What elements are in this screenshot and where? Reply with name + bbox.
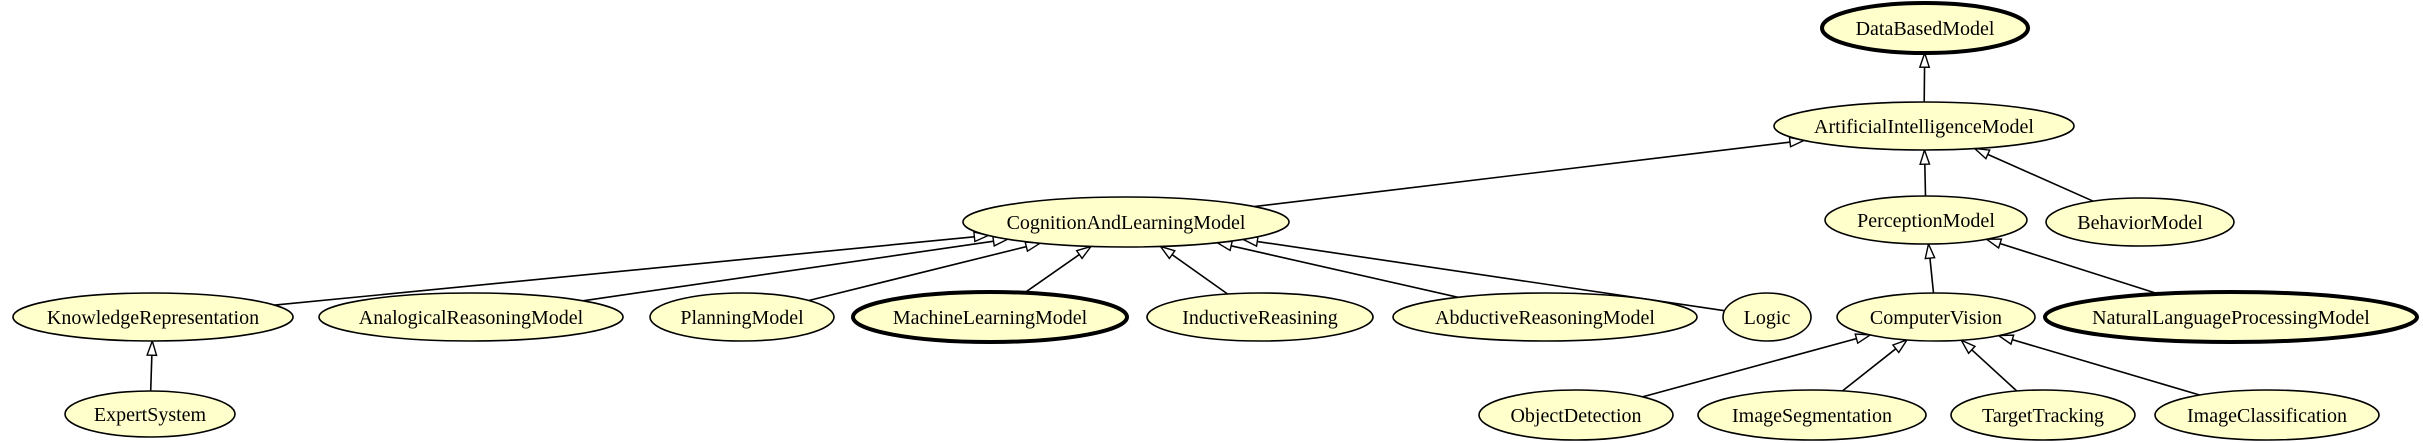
- node-logic: Logic: [1722, 292, 1812, 342]
- node-label-target-tracking: TargetTracking: [1982, 405, 2104, 427]
- node-label-cognition-and-learning-model: CognitionAndLearningModel: [1007, 212, 1246, 234]
- node-ellipse-expert-system: [64, 390, 236, 438]
- edge-image-classification-to-computer-vision: [1996, 334, 2200, 396]
- node-knowledge-representation: KnowledgeRepresentation: [12, 292, 294, 342]
- node-ellipse-abductive-reasoning-model: [1392, 292, 1698, 342]
- edge-machine-learning-model-to-cognition-and-learning-model: [1024, 245, 1093, 294]
- edge-object-detection-to-computer-vision: [1642, 333, 1873, 398]
- node-ellipse-analogical-reasoning-model: [318, 292, 624, 342]
- node-natural-language-processing-model: NaturalLanguageProcessingModel: [2043, 290, 2419, 344]
- node-image-segmentation: ImageSegmentation: [1697, 389, 1927, 441]
- edge-perception-model-to-artificial-intelligence-model: [1919, 147, 1931, 197]
- node-ellipse-logic: [1722, 292, 1812, 342]
- node-label-abductive-reasoning-model: AbductiveReasoningModel: [1435, 307, 1655, 329]
- edge-analogical-reasoning-model-to-cognition-and-learning-model: [582, 235, 1010, 302]
- node-machine-learning-model: MachineLearningModel: [851, 290, 1129, 344]
- edge-computer-vision-to-perception-model: [1924, 241, 1936, 294]
- edge-knowledge-representation-to-cognition-and-learning-model: [274, 231, 991, 306]
- edge-planning-model-to-cognition-and-learning-model: [808, 241, 1043, 302]
- node-image-classification: ImageClassification: [2154, 389, 2380, 441]
- edge-cognition-and-learning-model-to-artificial-intelligence-model: [1254, 136, 1807, 208]
- node-ellipse-cognition-and-learning-model: [962, 196, 1290, 248]
- node-ellipse-knowledge-representation: [12, 292, 294, 342]
- node-label-perception-model: PerceptionModel: [1857, 210, 1995, 232]
- node-label-knowledge-representation: KnowledgeRepresentation: [47, 307, 259, 329]
- node-ellipse-image-classification: [2154, 389, 2380, 441]
- node-behavior-model: BehaviorModel: [2045, 197, 2235, 247]
- edge-natural-language-processing-model-to-perception-model: [1984, 238, 2159, 295]
- node-label-artificial-intelligence-model: ArtificialIntelligenceModel: [1814, 116, 2034, 138]
- edge-artificial-intelligence-model-to-data-based-model: [1918, 50, 1931, 103]
- node-label-expert-system: ExpertSystem: [94, 404, 207, 426]
- node-perception-model: PerceptionModel: [1824, 195, 2028, 245]
- node-ellipse-inductive-reasining: [1146, 292, 1374, 342]
- node-object-detection: ObjectDetection: [1478, 389, 1674, 441]
- node-inductive-reasining: InductiveReasining: [1146, 292, 1374, 342]
- edge-abductive-reasoning-model-to-cognition-and-learning-model: [1215, 240, 1459, 299]
- node-label-planning-model: PlanningModel: [680, 307, 804, 329]
- node-label-inductive-reasining: InductiveReasining: [1182, 307, 1338, 329]
- node-label-image-segmentation: ImageSegmentation: [1732, 405, 1892, 427]
- edge-behavior-model-to-artificial-intelligence-model: [1972, 147, 2094, 202]
- node-analogical-reasoning-model: AnalogicalReasoningModel: [318, 292, 624, 342]
- node-ellipse-computer-vision: [1836, 292, 2036, 342]
- node-label-natural-language-processing-model: NaturalLanguageProcessingModel: [2092, 307, 2370, 329]
- edge-image-segmentation-to-computer-vision: [1842, 338, 1909, 392]
- node-ellipse-artificial-intelligence-model: [1773, 101, 2075, 151]
- node-ellipse-target-tracking: [1950, 389, 2136, 441]
- node-label-object-detection: ObjectDetection: [1510, 405, 1641, 427]
- edge-target-tracking-to-computer-vision: [1959, 338, 2018, 392]
- node-label-behavior-model: BehaviorModel: [2077, 212, 2203, 234]
- node-label-data-based-model: DataBasedModel: [1856, 18, 1995, 40]
- node-label-image-classification: ImageClassification: [2187, 405, 2347, 427]
- node-ellipse-natural-language-processing-model: [2043, 290, 2419, 344]
- node-ellipse-machine-learning-model: [851, 290, 1129, 344]
- node-ellipse-planning-model: [649, 292, 835, 342]
- node-layer: DataBasedModelArtificialIntelligenceMode…: [12, 1, 2419, 441]
- node-label-analogical-reasoning-model: AnalogicalReasoningModel: [359, 307, 584, 329]
- node-target-tracking: TargetTracking: [1950, 389, 2136, 441]
- node-abductive-reasoning-model: AbductiveReasoningModel: [1392, 292, 1698, 342]
- edge-inductive-reasining-to-cognition-and-learning-model: [1158, 245, 1229, 295]
- node-data-based-model: DataBasedModel: [1820, 1, 2030, 55]
- node-ellipse-data-based-model: [1820, 1, 2030, 55]
- node-cognition-and-learning-model: CognitionAndLearningModel: [962, 196, 1290, 248]
- node-label-logic: Logic: [1744, 307, 1791, 329]
- node-ellipse-object-detection: [1478, 389, 1674, 441]
- node-ellipse-image-segmentation: [1697, 389, 1927, 441]
- node-label-machine-learning-model: MachineLearningModel: [893, 307, 1088, 329]
- node-expert-system: ExpertSystem: [64, 390, 236, 438]
- node-artificial-intelligence-model: ArtificialIntelligenceModel: [1773, 101, 2075, 151]
- node-label-computer-vision: ComputerVision: [1870, 307, 2002, 329]
- node-ellipse-behavior-model: [2045, 197, 2235, 247]
- node-planning-model: PlanningModel: [649, 292, 835, 342]
- edge-expert-system-to-knowledge-representation: [146, 338, 158, 392]
- node-ellipse-perception-model: [1824, 195, 2028, 245]
- node-computer-vision: ComputerVision: [1836, 292, 2036, 342]
